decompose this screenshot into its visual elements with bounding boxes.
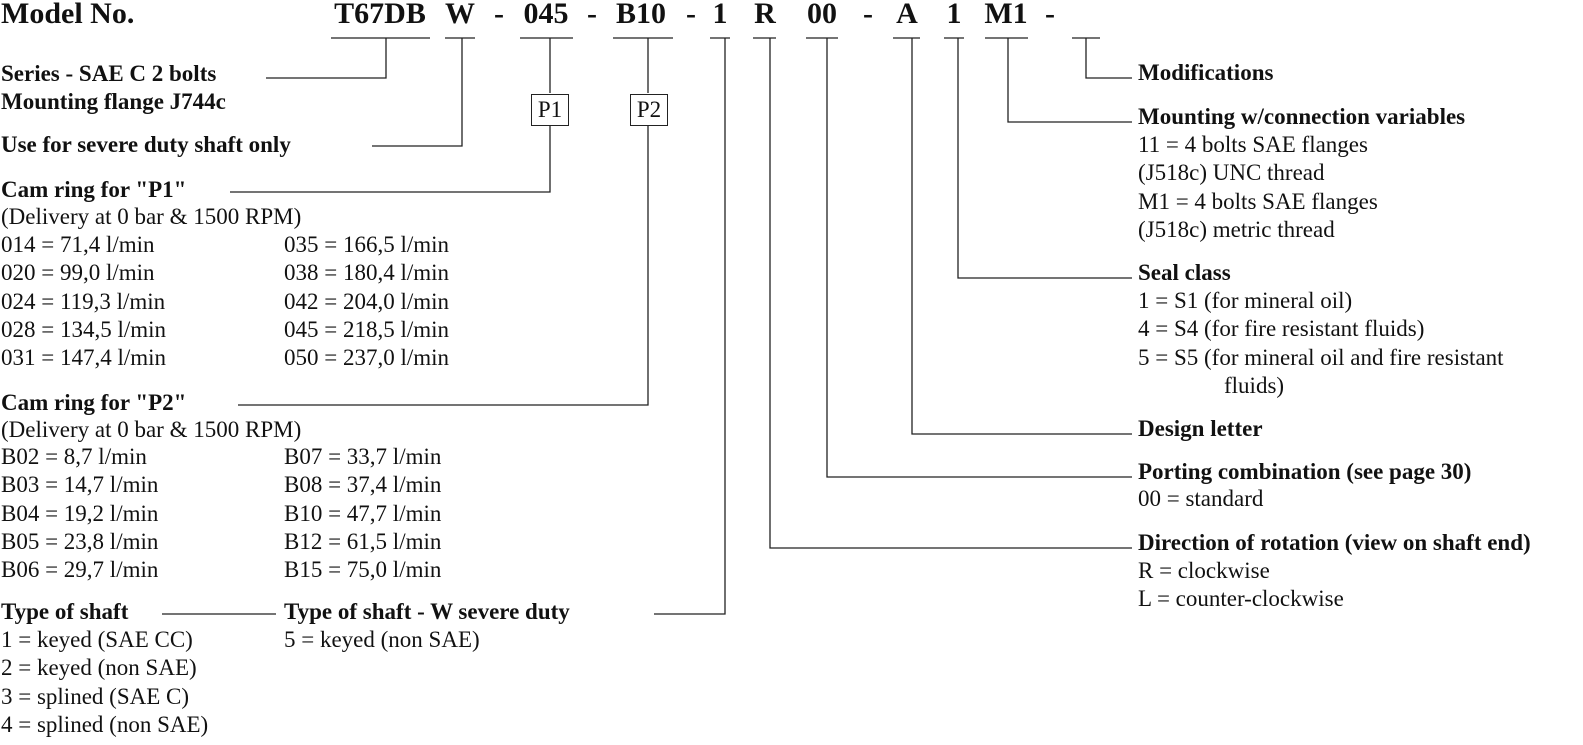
porting-title: Porting combination (see page 30) — [1138, 459, 1472, 484]
cam-p1-title: Cam ring for "P1" — [1, 177, 187, 202]
code-dash: - — [686, 0, 696, 30]
code-seal: 1 — [946, 0, 962, 30]
cam-p2-entry: B05 = 23,8 l/min — [1, 528, 159, 554]
code-cam_p2: B10 — [615, 0, 666, 30]
cam-p2-entry: B07 = 33,7 l/min — [284, 444, 442, 469]
cam-p2-entry: B04 = 19,2 l/min — [1, 500, 159, 526]
code-dash: - — [587, 0, 597, 30]
cam-p1-entry: 045 = 218,5 l/min — [284, 316, 450, 342]
code-shaft: 1 — [712, 0, 728, 30]
cam-p2-subtitle: (Delivery at 0 bar & 1500 RPM) — [1, 417, 302, 442]
leader-severe — [372, 38, 463, 147]
mounting-option: 11 = 4 bolts SAE flanges — [1138, 132, 1368, 157]
seal-option: 5 = S5 (for mineral oil and fire resista… — [1138, 344, 1504, 370]
leader-design — [911, 38, 1132, 435]
seal-option: 4 = S4 (for fire resistant fluids) — [1138, 316, 1425, 342]
seal-option: 1 = S1 (for mineral oil) — [1138, 288, 1353, 313]
cam-p1-entry: 035 = 166,5 l/min — [284, 232, 450, 257]
code-dash: - — [863, 0, 873, 30]
code-series: T67DB — [334, 0, 426, 30]
cam-p2-entry: B12 = 61,5 l/min — [284, 528, 442, 554]
code-porting: 00 — [807, 0, 837, 30]
porting-option: 00 = standard — [1138, 486, 1264, 511]
cam-p1-entry: 050 = 237,0 l/min — [284, 345, 450, 371]
leader-seal — [957, 38, 1132, 279]
leader-modifications — [1085, 38, 1132, 79]
shaft-option: 3 = splined (SAE C) — [1, 683, 190, 709]
code-design: A — [896, 0, 918, 30]
code-severe_duty: W — [445, 0, 475, 30]
leader-p1 — [230, 124, 551, 193]
cam-p2-entry: B03 = 14,7 l/min — [1, 472, 159, 498]
code-mounting: M1 — [984, 0, 1028, 30]
cam-p2-entry: B08 = 37,4 l/min — [284, 472, 442, 498]
code-rotation: R — [754, 0, 776, 30]
shaft-option: 2 = keyed (non SAE) — [1, 655, 197, 681]
leader-rotation — [769, 38, 1132, 549]
cam-p1-entry: 028 = 134,5 l/min — [1, 316, 167, 342]
model-label: Model No. — [1, 0, 135, 30]
cam-p1-entry: 024 = 119,3 l/min — [1, 288, 166, 314]
design-letter-label: Design letter — [1138, 416, 1263, 441]
mounting-title: Mounting w/connection variables — [1138, 104, 1466, 129]
cam-p1-entry: 014 = 71,4 l/min — [1, 232, 155, 257]
rotation-option: L = counter-clockwise — [1138, 586, 1344, 612]
leader-porting — [826, 38, 1132, 478]
cam-p1-subtitle: (Delivery at 0 bar & 1500 RPM) — [1, 204, 302, 229]
cam-p2-entry: B06 = 29,7 l/min — [1, 557, 159, 583]
seal-title: Seal class — [1138, 260, 1231, 285]
leader-p2 — [238, 124, 649, 406]
leader-series — [266, 38, 387, 79]
shaft-w-title: Type of shaft - W severe duty — [284, 599, 570, 624]
series-line2: Mounting flange J744c — [1, 89, 226, 114]
cam-p2-entry: B10 = 47,7 l/min — [284, 500, 442, 526]
shaft-option: 4 = splined (non SAE) — [1, 711, 209, 737]
cam-p1-entry: 020 = 99,0 l/min — [1, 260, 155, 286]
mounting-option: (J518c) metric thread — [1138, 216, 1335, 242]
cam-p2-entry: B02 = 8,7 l/min — [1, 444, 147, 469]
series-line1: Series - SAE C 2 bolts — [1, 61, 217, 86]
cam-p2-entry: B15 = 75,0 l/min — [284, 557, 442, 583]
code-cam_p1: 045 — [523, 0, 569, 30]
shaft-option: 1 = keyed (SAE CC) — [1, 627, 193, 652]
modifications-label: Modifications — [1138, 60, 1274, 85]
seal-option: fluids) — [1224, 372, 1285, 398]
code-dash: - — [494, 0, 504, 30]
leader-mounting — [1007, 38, 1132, 123]
shaft-w-option: 5 = keyed (non SAE) — [284, 627, 480, 652]
mounting-option: M1 = 4 bolts SAE flanges — [1138, 188, 1378, 214]
p1-box: P1 — [531, 94, 569, 126]
rotation-title: Direction of rotation (view on shaft end… — [1138, 530, 1531, 555]
mounting-option: (J518c) UNC thread — [1138, 160, 1325, 186]
rotation-option: R = clockwise — [1138, 558, 1270, 583]
cam-p2-title: Cam ring for "P2" — [1, 390, 187, 415]
cam-p1-entry: 038 = 180,4 l/min — [284, 260, 450, 286]
leader-shaft — [654, 38, 726, 615]
shaft-title: Type of shaft — [1, 599, 129, 624]
cam-p1-entry: 042 = 204,0 l/min — [284, 288, 450, 314]
p2-box: P2 — [630, 94, 668, 126]
severe-duty-note: Use for severe duty shaft only — [1, 132, 291, 157]
cam-p1-entry: 031 = 147,4 l/min — [1, 345, 167, 371]
code-dash: - — [1045, 0, 1055, 30]
